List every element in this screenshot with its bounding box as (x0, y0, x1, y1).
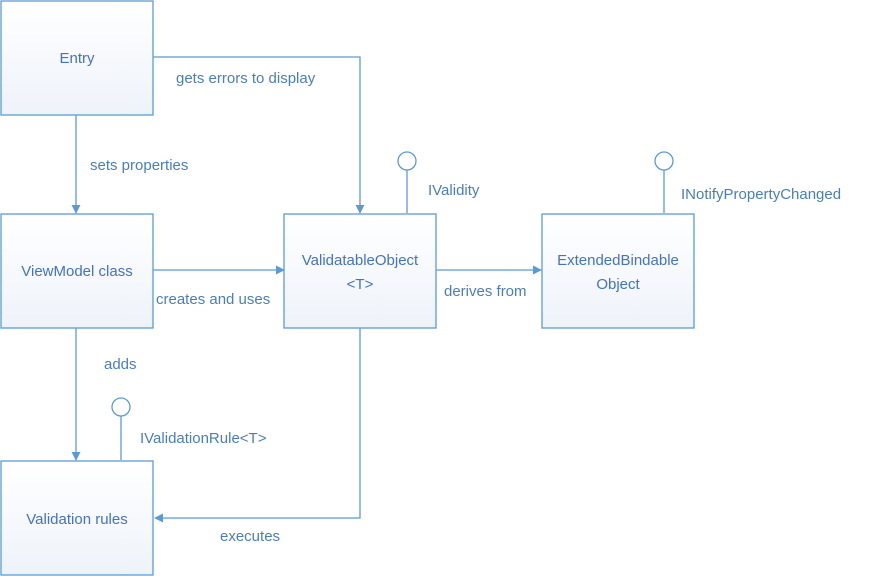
node-label-extended-line1: ExtendedBindable (557, 252, 679, 269)
edge-validatable-to-rules (154, 328, 361, 523)
node-label-viewmodel: ViewModel class (21, 263, 132, 280)
node-label-validation-rules: Validation rules (26, 511, 127, 528)
node-validatable-object: ValidatableObject <T> (283, 213, 437, 329)
node-validation-rules: Validation rules (0, 460, 154, 576)
interface-label-inotify: INotifyPropertyChanged (681, 186, 841, 203)
edge-label-derives-from: derives from (444, 283, 527, 300)
lollipop-icon-inotify (654, 151, 674, 171)
edge-label-gets-errors: gets errors to display (176, 70, 316, 87)
edge-label-adds: adds (104, 356, 137, 373)
node-label-validatable-line1: ValidatableObject (302, 252, 419, 269)
interface-label-ivalidationrule: IValidationRule<T> (140, 430, 267, 447)
interface-label-ivalidity: IValidity (428, 182, 480, 199)
node-extended-bindable-object: ExtendedBindable Object (541, 213, 695, 329)
lollipop-icon-ivalidationrule (111, 397, 131, 417)
node-label-validatable-line2: <T> (347, 276, 374, 293)
node-viewmodel: ViewModel class (0, 213, 154, 329)
node-label-extended-line2: Object (596, 276, 640, 293)
node-label-entry: Entry (59, 50, 95, 67)
edge-label-sets-properties: sets properties (90, 157, 188, 174)
lollipop-icon-ivalidity (397, 151, 417, 171)
edge-label-executes: executes (220, 528, 280, 545)
edge-label-creates-and-uses: creates and uses (156, 291, 270, 308)
edge-entry-to-validatable (152, 56, 365, 214)
node-entry: Entry (0, 0, 154, 116)
